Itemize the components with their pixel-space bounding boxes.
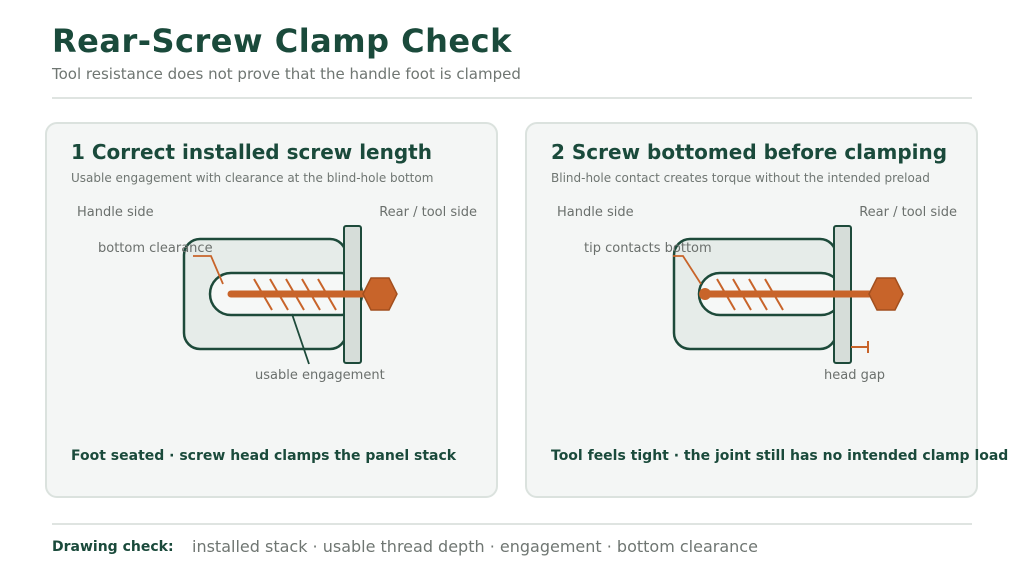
tip-contacts-leader (673, 255, 702, 285)
rear-side-label: Rear / tool side (379, 205, 477, 220)
panel-subtitle: Blind-hole contact creates torque withou… (551, 171, 930, 185)
footer-items: installed stack · usable thread depth · … (192, 537, 758, 556)
screw-head (362, 277, 398, 311)
head-gap-marker (851, 341, 869, 353)
screw-head (868, 277, 904, 311)
screw-diagram-correct: Handle side Rear / tool side bottom clea… (77, 205, 477, 383)
footer-label: Drawing check: (52, 539, 174, 555)
thread-marks (253, 278, 337, 311)
screw-tip-contact (699, 288, 711, 300)
page-title: Rear-Screw Clamp Check (52, 22, 512, 60)
panel-subtitle: Usable engagement with clearance at the … (71, 171, 434, 185)
thread-marks (716, 278, 784, 311)
bottom-clearance-leader (193, 255, 224, 285)
bottom-clearance-label: bottom clearance (98, 241, 213, 256)
panel-correct-length: 1 Correct installed screw length Usable … (45, 122, 498, 498)
engagement-leader (291, 313, 310, 365)
footer-divider (52, 523, 972, 525)
screw-diagram-bottomed: Handle side Rear / tool side tip contact… (557, 205, 957, 383)
header-divider (52, 97, 972, 99)
usable-engagement-label: usable engagement (255, 368, 385, 383)
rear-side-label: Rear / tool side (859, 205, 957, 220)
panel-footer: Tool feels tight · the joint still has n… (551, 448, 1009, 464)
handle-side-label: Handle side (77, 205, 154, 220)
page-subtitle: Tool resistance does not prove that the … (52, 65, 521, 83)
tip-contacts-label: tip contacts bottom (584, 241, 712, 256)
panel-footer: Foot seated · screw head clamps the pane… (71, 448, 457, 464)
panel-bottomed-screw: 2 Screw bottomed before clamping Blind-h… (525, 122, 1008, 498)
handle-side-label: Handle side (557, 205, 634, 220)
panel-title: 1 Correct installed screw length (71, 140, 432, 164)
panel-title: 2 Screw bottomed before clamping (551, 140, 948, 164)
head-gap-label: head gap (824, 368, 885, 383)
